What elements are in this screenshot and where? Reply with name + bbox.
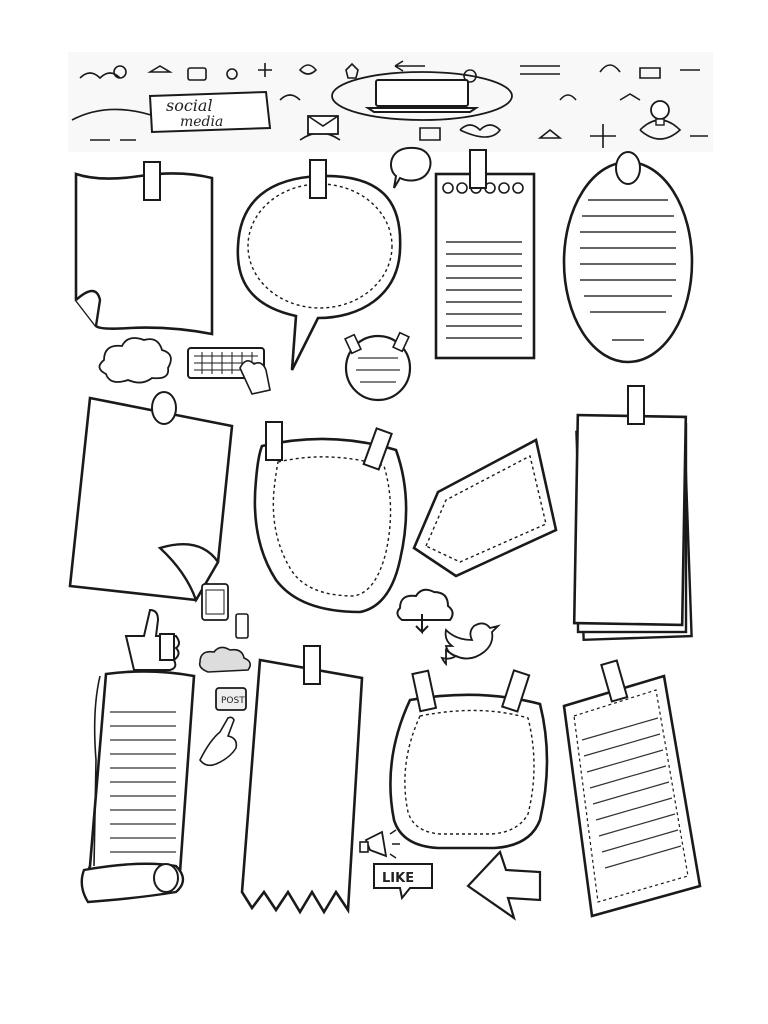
curled-note-2 <box>68 391 234 603</box>
lightbulb-icon <box>650 100 670 126</box>
lined-tilted-note <box>562 659 702 918</box>
envelope-icon <box>307 115 339 135</box>
header-banner: social media <box>68 52 713 152</box>
megaphone-icon <box>359 829 400 859</box>
phone-icon <box>235 613 249 639</box>
download-cloud-icon <box>396 588 454 635</box>
oval-note <box>562 151 694 364</box>
like-label: LIKE <box>382 871 414 886</box>
tag-note <box>412 438 558 578</box>
post-label: POST <box>221 696 245 706</box>
speech-bubble-note <box>236 159 402 371</box>
post-button-icon: POST <box>215 687 247 711</box>
social-media-title-sign: social media <box>148 90 272 134</box>
zigzag-note <box>240 645 364 915</box>
scroll-note <box>80 670 196 904</box>
cursor-arrow-icon <box>466 849 542 921</box>
title-media: media <box>180 114 223 130</box>
cloud-pair-icon <box>198 646 252 673</box>
round-memo-badge <box>344 331 412 402</box>
stacked-notepad <box>572 385 693 642</box>
spiral-notepad <box>434 149 536 360</box>
rounded-shield-note <box>253 421 408 614</box>
laptop-icon <box>331 71 513 121</box>
curled-note-1 <box>74 161 214 336</box>
like-badge: LIKE <box>373 863 433 901</box>
twitter-bird-icon <box>440 622 501 667</box>
keyboard-icon <box>187 347 271 395</box>
tablet-icon <box>201 583 229 621</box>
speech-bubble-icon <box>390 146 432 189</box>
rounded-frame-note <box>389 669 549 850</box>
cloud-icon <box>98 337 172 384</box>
pointing-hand-icon <box>199 716 238 767</box>
title-social: social <box>166 96 213 115</box>
thumbs-up-icon <box>124 608 180 671</box>
